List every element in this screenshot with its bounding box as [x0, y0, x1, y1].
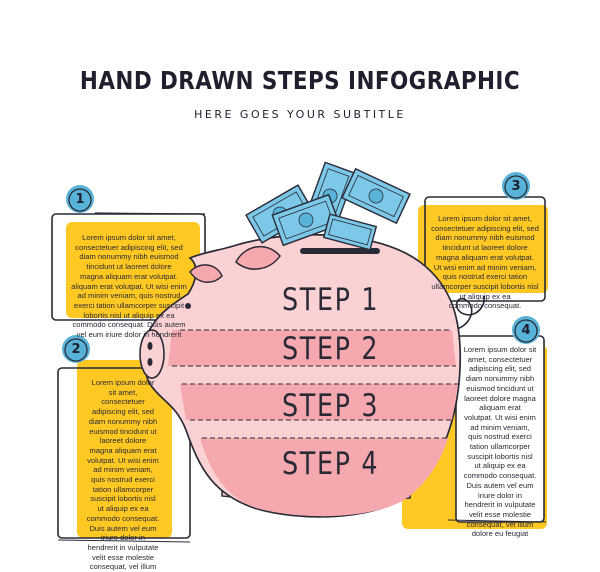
step-label-3: STEP 3	[282, 388, 380, 424]
step-number-2: 2	[71, 342, 81, 357]
step-number-badge-4	[512, 316, 540, 344]
banknote-icon	[245, 161, 411, 251]
step-number-4: 4	[521, 323, 531, 338]
text-box-3-body: Lorem ipsum dolor sit amet, consectetuer…	[431, 214, 539, 311]
page-title: HAND DRAWN STEPS INFOGRAPHIC	[79, 66, 521, 95]
text-box-4-body: Lorem ipsum dolor sit amet, consectetuer…	[463, 345, 537, 539]
step-number-badge-2	[62, 335, 90, 363]
step-label-4: STEP 4	[282, 446, 380, 482]
page-subtitle: HERE GOES YOUR SUBTITLE	[194, 108, 406, 121]
step-number-badge-3	[502, 172, 530, 200]
step-number-1: 1	[75, 192, 85, 207]
piggy-bank-icon	[139, 233, 486, 518]
step-label-1: STEP 1	[282, 282, 380, 318]
step-label-2: STEP 2	[282, 331, 380, 367]
text-box-2	[57, 360, 191, 543]
step-number-badge-1	[66, 185, 94, 213]
text-box-2-body: Lorem ipsum dolor sit amet, consectetuer…	[86, 378, 160, 572]
text-box-1-body: Lorem ipsum dolor sit amet, consectetuer…	[71, 233, 187, 340]
step-number-3: 3	[511, 179, 521, 194]
